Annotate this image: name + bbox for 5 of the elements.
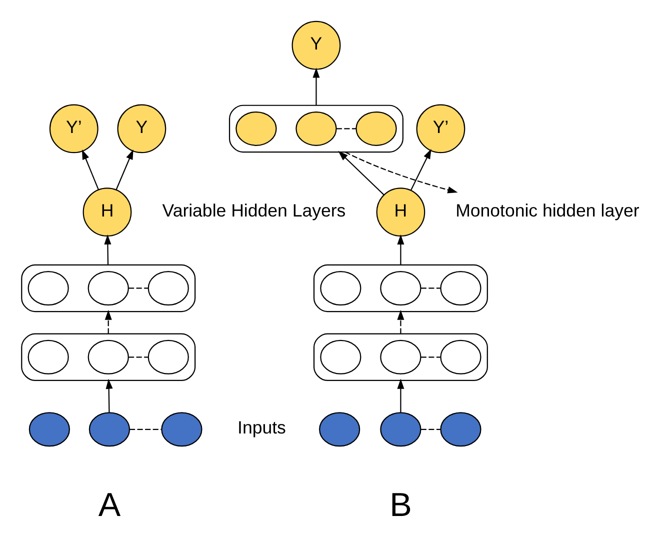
label: Variable Hidden Layers (162, 200, 346, 220)
label: B (390, 487, 412, 524)
node-text: Monotonic hidden layer (456, 200, 640, 220)
label: A (98, 487, 121, 524)
label: Inputs (238, 418, 286, 438)
